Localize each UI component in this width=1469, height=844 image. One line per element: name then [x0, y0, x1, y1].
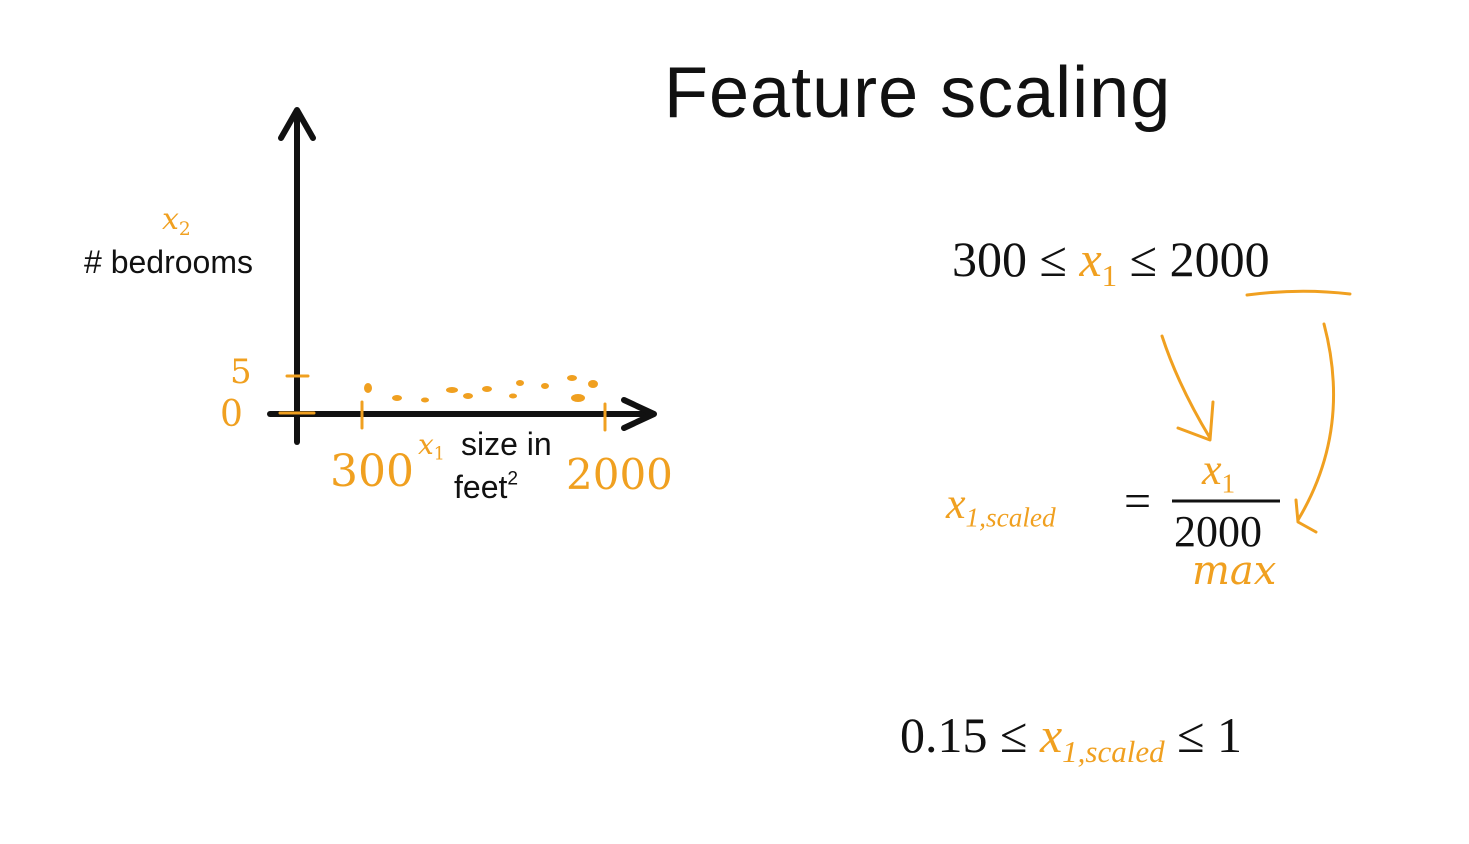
y-tick-label-0: 0: [220, 394, 243, 435]
data-point: [392, 395, 402, 401]
data-point: [541, 383, 549, 389]
data-point: [567, 375, 577, 381]
x-tick-label-300: 300: [330, 446, 414, 497]
y-feature-label: x2: [162, 202, 191, 240]
arrow-to-numerator: [1160, 334, 1212, 440]
data-point: [421, 397, 429, 403]
range-inequality: 300 ≤ x1 ≤ 2000: [952, 231, 1270, 293]
x-axis-label-line2: feet2: [454, 468, 519, 505]
data-point: [571, 394, 585, 402]
x-axis-label-line1: size in: [461, 426, 552, 462]
fraction-denominator: 2000: [1174, 507, 1262, 556]
data-points: [364, 375, 598, 403]
result-inequality: 0.15 ≤ x1,scaled ≤ 1: [900, 707, 1243, 769]
y-tick-label-5: 5: [230, 352, 252, 392]
equals-sign: =: [1124, 475, 1152, 528]
y-axis-label: # bedrooms: [84, 244, 253, 280]
max-annotation: max: [1192, 548, 1277, 594]
x-feature-label: x1: [418, 428, 445, 465]
data-point: [588, 380, 598, 388]
fraction-numerator: x1: [1202, 445, 1236, 499]
x-tick-label-2000: 2000: [566, 450, 673, 499]
slide-title: Feature scaling: [664, 53, 1172, 133]
y-axis-arrowhead: [278, 107, 316, 141]
data-point: [364, 383, 372, 393]
data-point: [446, 387, 458, 393]
scaled-variable: x1,scaled: [946, 479, 1056, 533]
arrow-to-numerator-head: [1176, 400, 1215, 442]
data-point: [482, 386, 492, 392]
data-point: [463, 393, 473, 399]
data-point: [509, 393, 517, 399]
data-point: [516, 380, 524, 386]
arrow-to-denominator: [1296, 322, 1336, 522]
x-axis-arrowhead: [621, 397, 657, 431]
arrow-to-denominator-head: [1294, 498, 1318, 534]
underline-2000: [1245, 289, 1352, 297]
